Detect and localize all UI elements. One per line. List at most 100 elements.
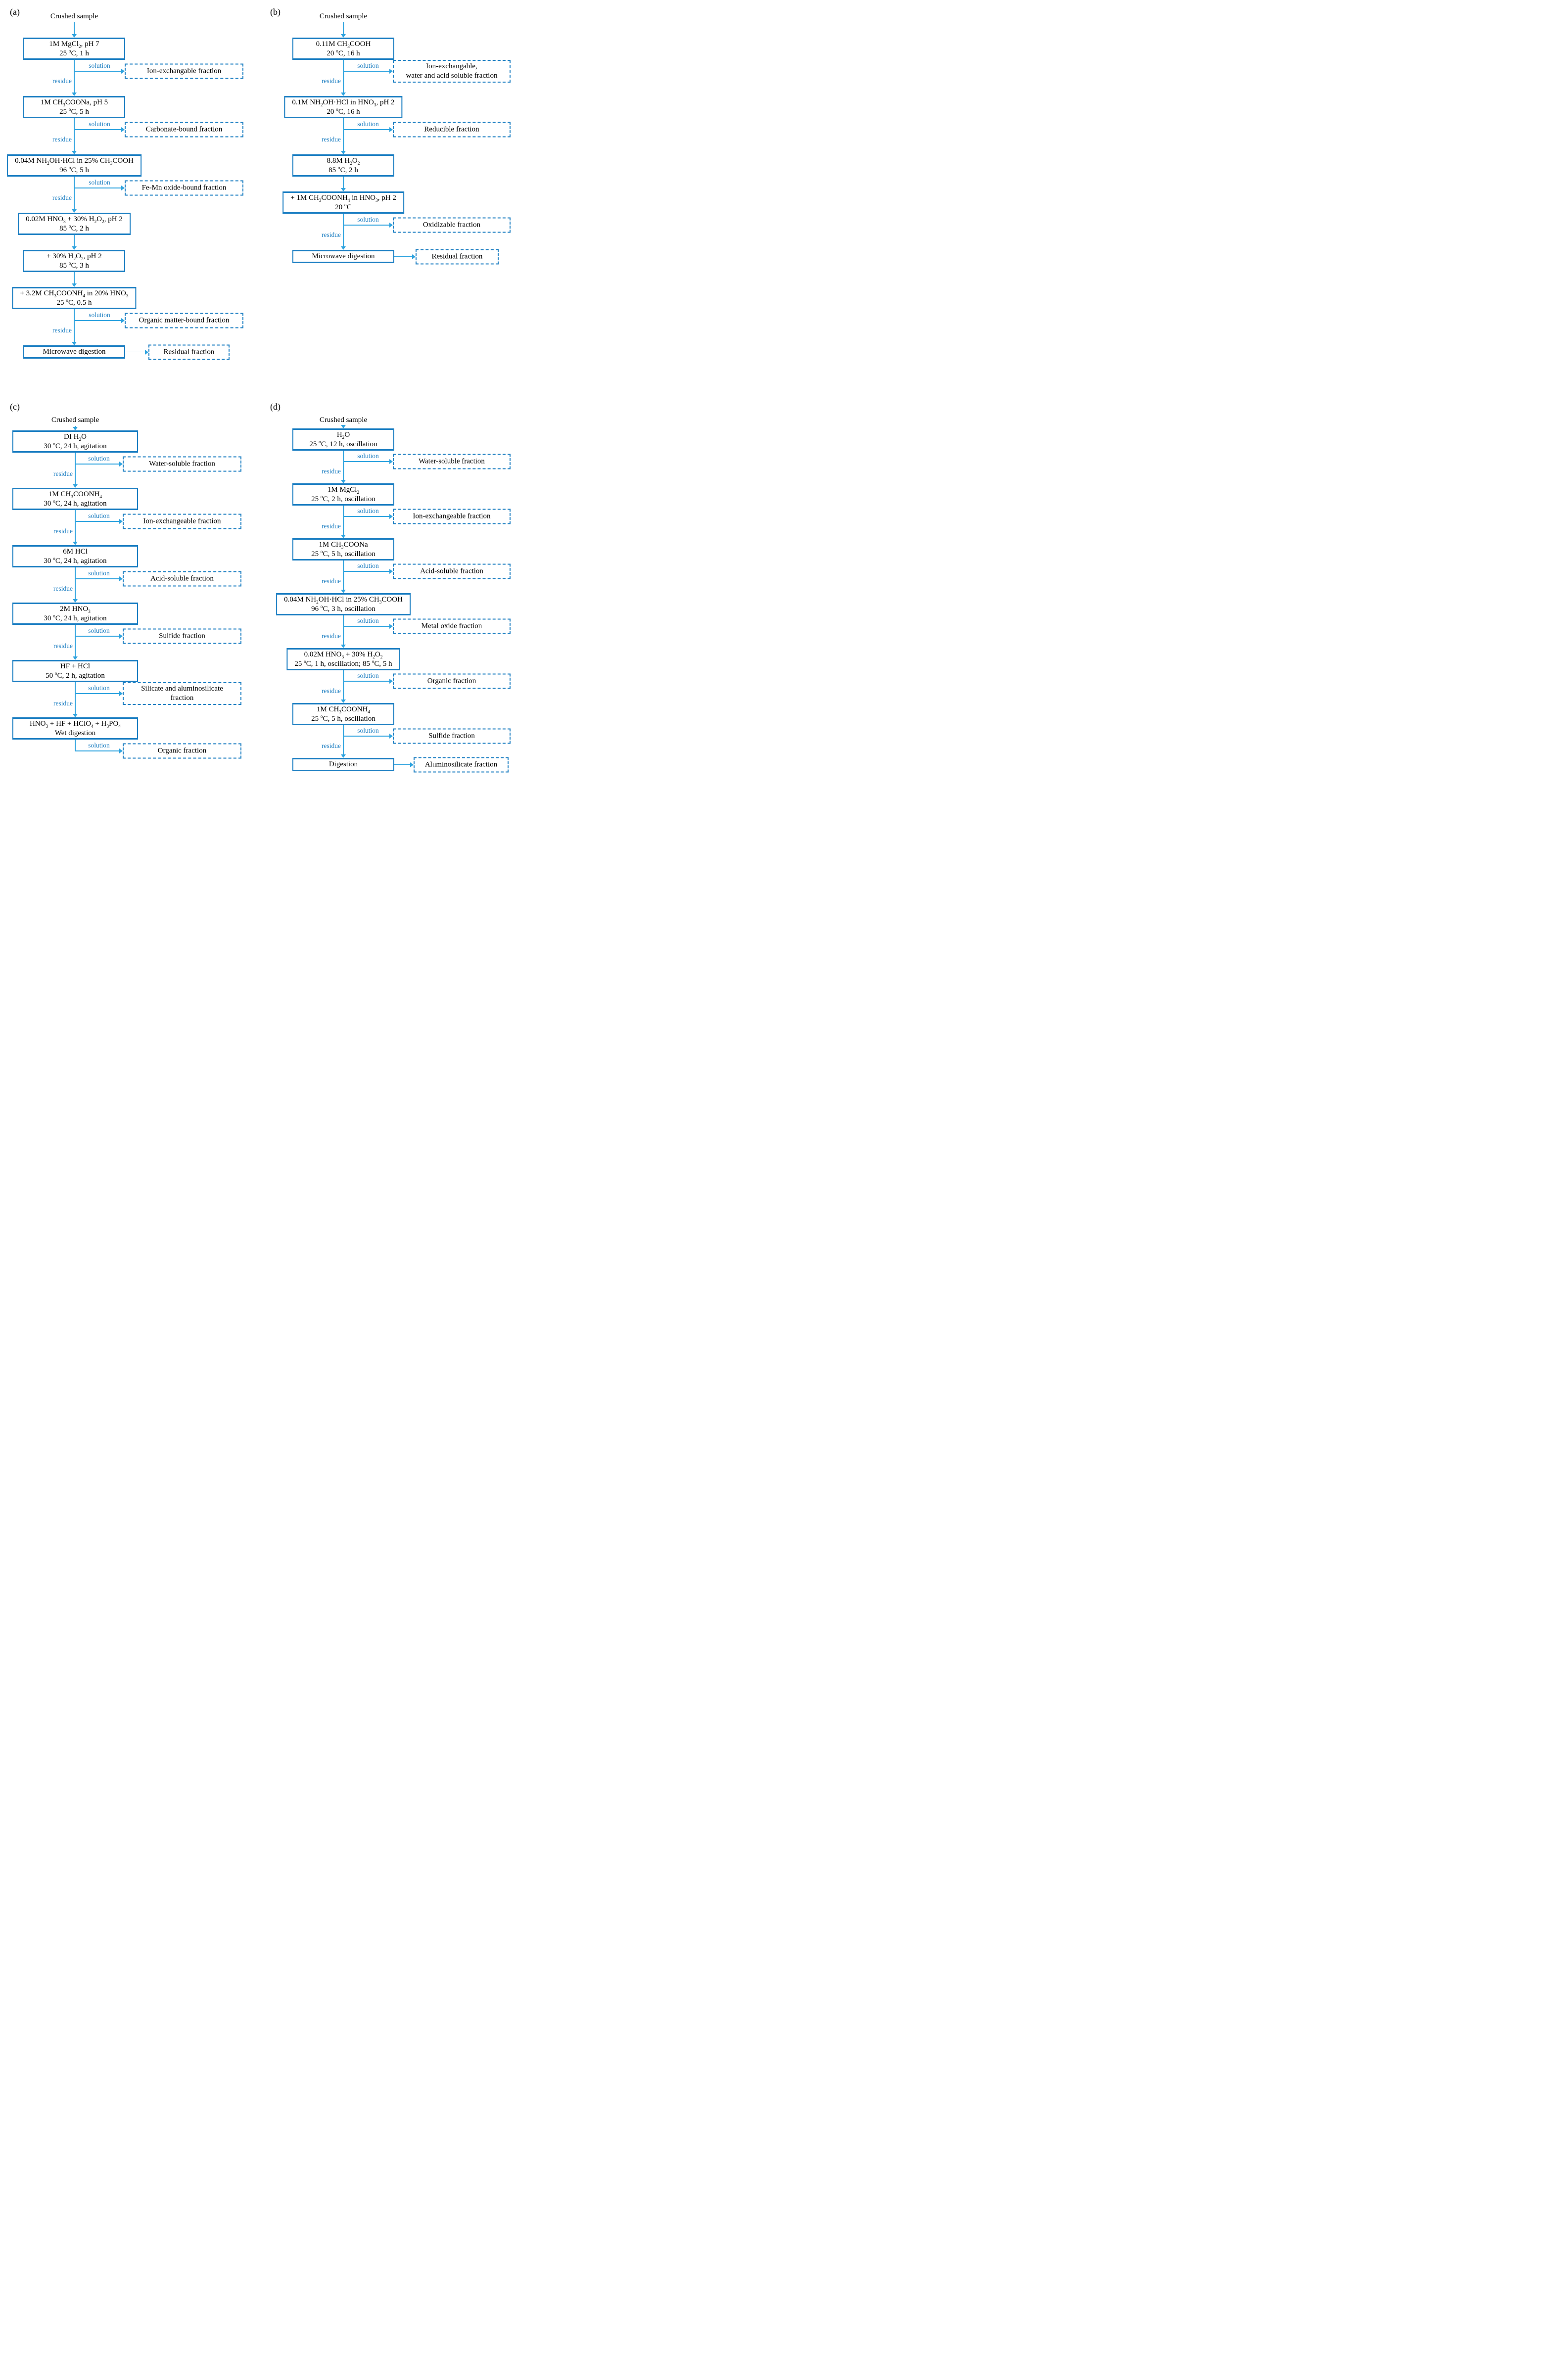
flow-line-vertical xyxy=(74,22,75,35)
process-text: Digestion xyxy=(328,760,358,768)
arrowhead-down-icon xyxy=(341,425,346,428)
process-text: 0.1M NH2OH·HCl in HNO3, pH 2 xyxy=(292,98,395,108)
panel-label: (b) xyxy=(270,7,281,17)
residue-label: residue xyxy=(322,231,341,238)
process-text: Microwave digestion xyxy=(43,348,106,356)
flow-line-horizontal xyxy=(343,571,390,572)
flow-line-vertical xyxy=(343,214,344,247)
solution-label: solution xyxy=(357,507,379,514)
solution-label: solution xyxy=(357,62,379,69)
process-text: 30 oC, 24 h, agitation xyxy=(44,613,107,622)
process-text: 25 oC, 5 h xyxy=(59,107,89,116)
fraction-text: Residual fraction xyxy=(163,348,215,356)
process-text: 1M CH3COONa, pH 5 xyxy=(40,98,108,108)
arrowhead-down-icon xyxy=(341,93,346,96)
process-text: 8.8M H2O2 xyxy=(327,156,360,166)
solution-label: solution xyxy=(357,216,379,223)
arrowhead-down-icon xyxy=(341,754,346,758)
solution-label: solution xyxy=(88,627,110,634)
arrowhead-down-icon xyxy=(341,480,346,483)
flow-line-vertical xyxy=(343,60,344,93)
flow-line-horizontal xyxy=(343,516,390,517)
flow-line-horizontal xyxy=(75,578,120,579)
solution-label: solution xyxy=(89,120,110,128)
process-text: + 30% H2O2, pH 2 xyxy=(47,252,102,262)
flow-line-horizontal xyxy=(125,351,145,353)
arrowhead-down-icon xyxy=(341,535,346,538)
fraction-text: Oxidizable fraction xyxy=(422,221,481,229)
arrowhead-right-icon xyxy=(389,459,393,464)
flow-line-vertical xyxy=(75,567,76,600)
flow-line-vertical xyxy=(343,177,344,188)
process-text: 0.04M NH2OH·HCl in 25% CH3COOH xyxy=(15,156,134,166)
arrowhead-down-icon xyxy=(72,209,77,213)
solution-label: solution xyxy=(89,311,110,319)
solution-label: solution xyxy=(357,452,379,460)
process-text: 25 oC, 12 h, oscillation xyxy=(309,439,377,448)
solution-label: solution xyxy=(88,455,110,462)
process-text: HF + HCl xyxy=(60,662,91,670)
arrowhead-down-icon xyxy=(72,93,77,96)
process-text: 6M HCl xyxy=(63,547,88,556)
arrowhead-right-icon xyxy=(119,576,123,581)
flow-line-horizontal xyxy=(343,736,390,737)
arrowhead-down-icon xyxy=(72,342,77,345)
fraction-box: Residual fraction xyxy=(416,249,499,264)
flow-line-horizontal xyxy=(74,71,122,72)
solution-label: solution xyxy=(357,617,379,624)
residue-label: residue xyxy=(322,136,341,143)
residue-label: residue xyxy=(53,585,73,592)
flow-line-vertical xyxy=(343,506,344,535)
fraction-text: Ion-exchangable, xyxy=(426,62,477,70)
process-text: + 3.2M CH3COONH4 in 20% HNO3 xyxy=(20,289,129,299)
process-text: DI H2O xyxy=(64,432,87,442)
fraction-text: Aluminosilicate fraction xyxy=(424,760,498,768)
process-text: 25 oC, 1 h, oscillation; 85 oC, 5 h xyxy=(294,659,392,668)
process-text: 85 oC, 2 h xyxy=(328,165,358,174)
process-text: Microwave digestion xyxy=(312,252,375,260)
arrowhead-down-icon xyxy=(72,151,77,154)
arrowhead-right-icon xyxy=(119,519,123,524)
process-text: 0.11M CH3COOH xyxy=(316,40,371,49)
arrowhead-right-icon xyxy=(121,318,125,323)
process-text: 30 oC, 24 h, agitation xyxy=(44,556,107,565)
residue-label: residue xyxy=(322,577,341,585)
flow-line-vertical xyxy=(343,725,344,755)
arrowhead-right-icon xyxy=(389,223,393,228)
arrowhead-down-icon xyxy=(341,590,346,593)
fraction-box: Aluminosilicate fraction xyxy=(414,757,509,772)
process-text: 1M MgCl2 xyxy=(327,485,360,495)
process-text: 25 oC, 5 h, oscillation xyxy=(311,714,375,723)
fraction-text: Residual fraction xyxy=(431,252,483,260)
fraction-box: Metal oxide fraction xyxy=(393,618,511,634)
fraction-box: Sulfide fraction xyxy=(123,628,241,644)
process-text: HNO3 + HF + HClO4 + H3PO4 xyxy=(29,719,121,729)
fraction-text: Sulfide fraction xyxy=(159,632,205,640)
arrowhead-down-icon xyxy=(341,188,346,191)
fraction-box: Organic fraction xyxy=(393,673,511,689)
process-text: 1M CH3COONH4 xyxy=(48,490,102,500)
fraction-text: Silicate and aluminosilicate xyxy=(141,685,223,693)
arrowhead-right-icon xyxy=(119,462,123,467)
arrowhead-down-icon xyxy=(73,484,78,488)
flow-line-vertical xyxy=(343,451,344,480)
process-text: + 1M CH3COONH4 in HNO3, pH 2 xyxy=(290,193,396,203)
flow-line-vertical xyxy=(343,560,344,590)
fraction-box: Ion-exchangable fraction xyxy=(125,63,243,79)
arrowhead-right-icon xyxy=(121,127,125,132)
fraction-text: Ion-exchangeable fraction xyxy=(413,512,491,520)
flow-line-vertical xyxy=(74,177,75,210)
residue-label: residue xyxy=(52,327,72,334)
process-text: H2O xyxy=(336,430,350,440)
arrowhead-right-icon xyxy=(389,624,393,629)
process-text: 50 oC, 2 h, agitation xyxy=(46,671,105,680)
